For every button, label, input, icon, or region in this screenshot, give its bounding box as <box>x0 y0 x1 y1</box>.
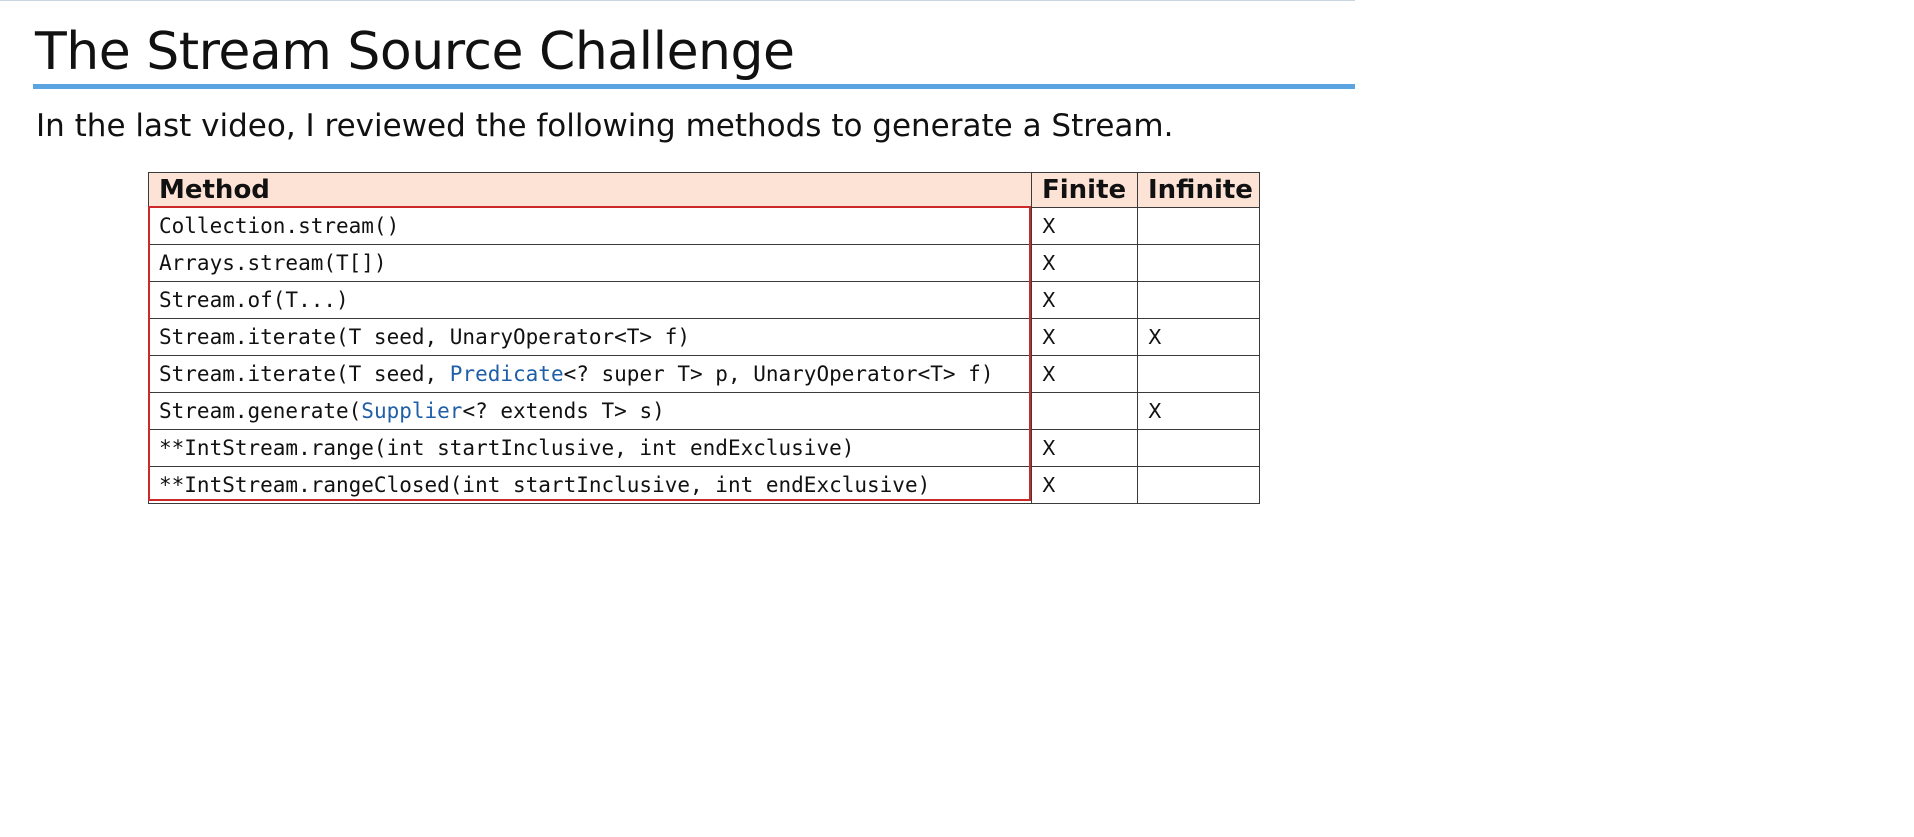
header-method: Method <box>148 172 1032 208</box>
table-row: Stream.iterate(T seed, Predicate<? super… <box>148 355 1260 393</box>
table-row: **IntStream.range(int startInclusive, in… <box>148 429 1260 467</box>
method-text: Collection.stream() <box>159 214 400 238</box>
infinite-cell <box>1137 355 1260 393</box>
finite-cell: X <box>1031 318 1138 356</box>
method-text: Stream.iterate(T seed, UnaryOperator<T> … <box>159 325 691 349</box>
method-type-highlight: Supplier <box>361 399 463 423</box>
slide-subtitle: In the last video, I reviewed the follow… <box>36 108 1174 144</box>
infinite-cell <box>1137 466 1260 504</box>
header-infinite: Infinite <box>1137 172 1260 208</box>
method-type-highlight: Predicate <box>449 362 564 386</box>
method-cell: Stream.of(T...) <box>148 281 1032 319</box>
table-row: Stream.generate(Supplier<? extends T> s)… <box>148 392 1260 430</box>
infinite-cell: X <box>1137 392 1260 430</box>
method-cell: Collection.stream() <box>148 207 1032 245</box>
finite-cell: X <box>1031 355 1138 393</box>
finite-cell: X <box>1031 466 1138 504</box>
table-row: Stream.iterate(T seed, UnaryOperator<T> … <box>148 318 1260 356</box>
infinite-cell <box>1137 207 1260 245</box>
infinite-cell <box>1137 429 1260 467</box>
method-cell: **IntStream.rangeClosed(int startInclusi… <box>148 466 1032 504</box>
method-text: <? super T> p, UnaryOperator<T> f) <box>563 362 994 386</box>
method-text: Stream.iterate(T seed, <box>159 362 450 386</box>
infinite-cell <box>1137 244 1260 282</box>
method-text: Stream.of(T...) <box>159 288 349 312</box>
method-cell: Arrays.stream(T[]) <box>148 244 1032 282</box>
header-finite: Finite <box>1031 172 1138 208</box>
method-cell: Stream.iterate(T seed, UnaryOperator<T> … <box>148 318 1032 356</box>
method-text: Arrays.stream(T[]) <box>159 251 387 275</box>
top-rule <box>0 0 1355 1</box>
table-row: **IntStream.rangeClosed(int startInclusi… <box>148 466 1260 504</box>
finite-cell: X <box>1031 244 1138 282</box>
method-cell: Stream.generate(Supplier<? extends T> s) <box>148 392 1032 430</box>
finite-cell <box>1031 392 1138 430</box>
infinite-cell <box>1137 281 1260 319</box>
method-text: Stream.generate( <box>159 399 362 423</box>
method-cell: **IntStream.range(int startInclusive, in… <box>148 429 1032 467</box>
table-row: Collection.stream() X <box>148 207 1260 245</box>
method-text: **IntStream.rangeClosed(int startInclusi… <box>159 473 931 497</box>
infinite-cell: X <box>1137 318 1260 356</box>
table-row: Arrays.stream(T[]) X <box>148 244 1260 282</box>
method-cell: Stream.iterate(T seed, Predicate<? super… <box>148 355 1032 393</box>
finite-cell: X <box>1031 429 1138 467</box>
stream-methods-table: Method Finite Infinite Collection.stream… <box>148 172 1260 504</box>
finite-cell: X <box>1031 207 1138 245</box>
table-row: Stream.of(T...) X <box>148 281 1260 319</box>
slide-title: The Stream Source Challenge <box>35 22 795 82</box>
title-underline <box>33 84 1355 89</box>
method-text: **IntStream.range(int startInclusive, in… <box>159 436 855 460</box>
method-text: <? extends T> s) <box>462 399 665 423</box>
finite-cell: X <box>1031 281 1138 319</box>
table-header-row: Method Finite Infinite <box>148 172 1260 208</box>
